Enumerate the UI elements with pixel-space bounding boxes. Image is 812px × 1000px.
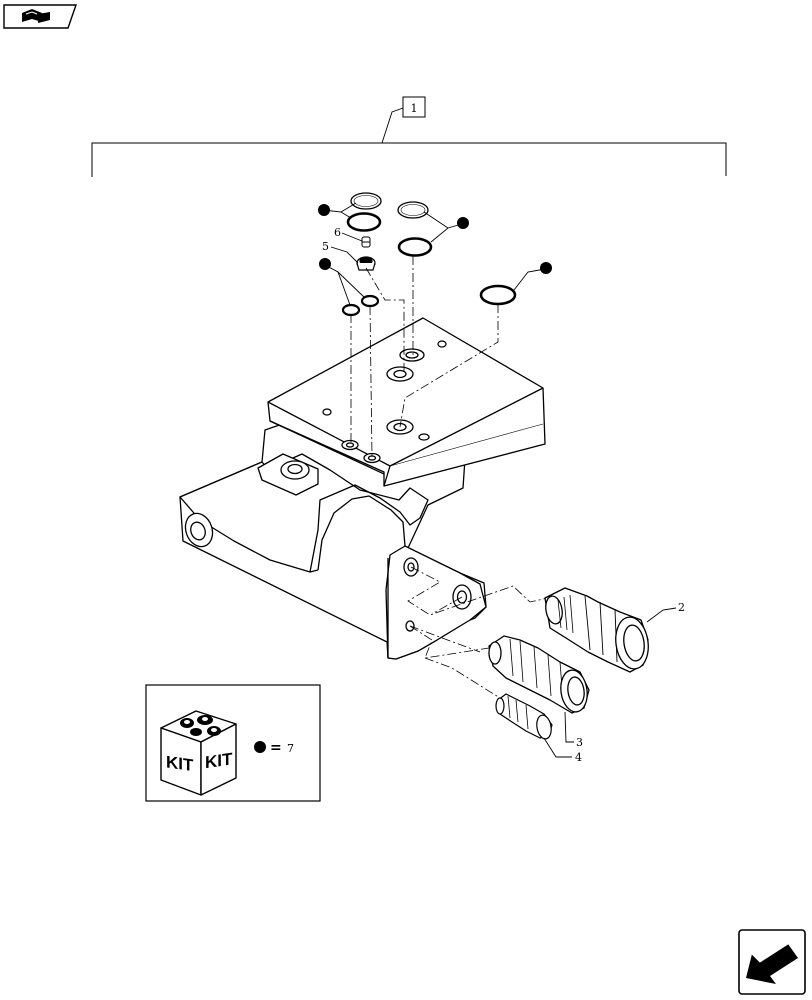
kit-label-left: KIT bbox=[166, 752, 194, 775]
part-4-coupler[interactable] bbox=[495, 693, 553, 740]
kit-equals: = bbox=[270, 740, 282, 756]
nav-next-button[interactable] bbox=[738, 929, 806, 995]
o-ring-upper-left-a[interactable] bbox=[350, 192, 382, 210]
centerlines bbox=[350, 256, 549, 699]
kit-number: 7 bbox=[287, 742, 294, 755]
o-ring-large-right[interactable] bbox=[479, 284, 517, 306]
callout-4-leader bbox=[543, 737, 572, 758]
o-ring-upper-right-b[interactable] bbox=[397, 237, 433, 257]
kit-legend-dot bbox=[254, 741, 266, 753]
part-2-coupler[interactable] bbox=[544, 587, 652, 673]
o-ring-small-b[interactable] bbox=[341, 303, 361, 317]
part-6-plug[interactable] bbox=[361, 236, 371, 248]
kit-dot[interactable] bbox=[540, 262, 552, 274]
callout-2-leader bbox=[646, 607, 677, 623]
callout-5[interactable]: 5 bbox=[322, 240, 329, 253]
group-label: 1 bbox=[411, 102, 418, 115]
part-5-fitting[interactable] bbox=[356, 256, 376, 271]
kit-dot[interactable] bbox=[457, 217, 469, 229]
kit-label-right: KIT bbox=[205, 749, 233, 772]
kit-dot[interactable] bbox=[319, 258, 331, 270]
callout-4[interactable]: 4 bbox=[575, 751, 582, 764]
callout-2[interactable]: 2 bbox=[678, 601, 685, 614]
kit-legend: KIT KIT = 7 bbox=[145, 684, 321, 802]
kit-markers bbox=[318, 204, 552, 274]
o-ring-upper-right-a[interactable] bbox=[397, 201, 429, 219]
kit-dot[interactable] bbox=[318, 204, 330, 216]
o-rings bbox=[341, 192, 517, 317]
callout-5-6-leaders bbox=[330, 232, 363, 264]
arrow-down-left-icon bbox=[746, 943, 798, 984]
callout-3-leader bbox=[564, 711, 574, 743]
callout-3[interactable]: 3 bbox=[576, 736, 583, 749]
part-3-coupler[interactable] bbox=[488, 635, 590, 714]
kit-box-icon bbox=[160, 710, 237, 796]
o-ring-upper-left-b[interactable] bbox=[346, 212, 382, 232]
valve-block bbox=[179, 317, 546, 660]
book-icon bbox=[22, 9, 50, 23]
nav-tab-top[interactable] bbox=[3, 4, 77, 29]
group-bracket: 1 bbox=[91, 96, 727, 177]
callout-6[interactable]: 6 bbox=[334, 226, 341, 239]
group-label-box[interactable] bbox=[402, 96, 426, 118]
